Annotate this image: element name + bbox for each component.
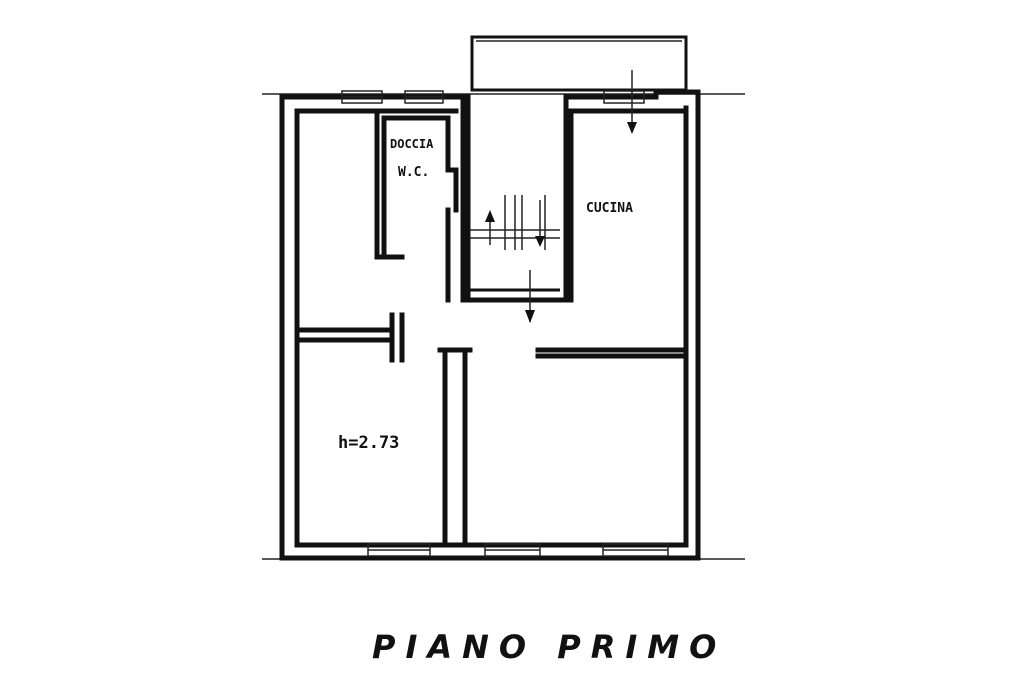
label-wc: W.C. — [398, 165, 429, 180]
balcony — [470, 35, 688, 92]
label-cucina: CUCINA — [586, 201, 633, 216]
interior-walls — [294, 312, 689, 548]
arrows — [485, 70, 637, 323]
label-doccia: DOCCIA — [390, 137, 434, 151]
label-height: h=2.73 — [338, 433, 399, 453]
outer-walls — [279, 89, 701, 561]
windows — [341, 90, 669, 557]
plan-title: PIANO PRIMO — [372, 628, 726, 666]
stairwell-walls — [460, 94, 574, 303]
bathroom-walls — [374, 108, 459, 303]
